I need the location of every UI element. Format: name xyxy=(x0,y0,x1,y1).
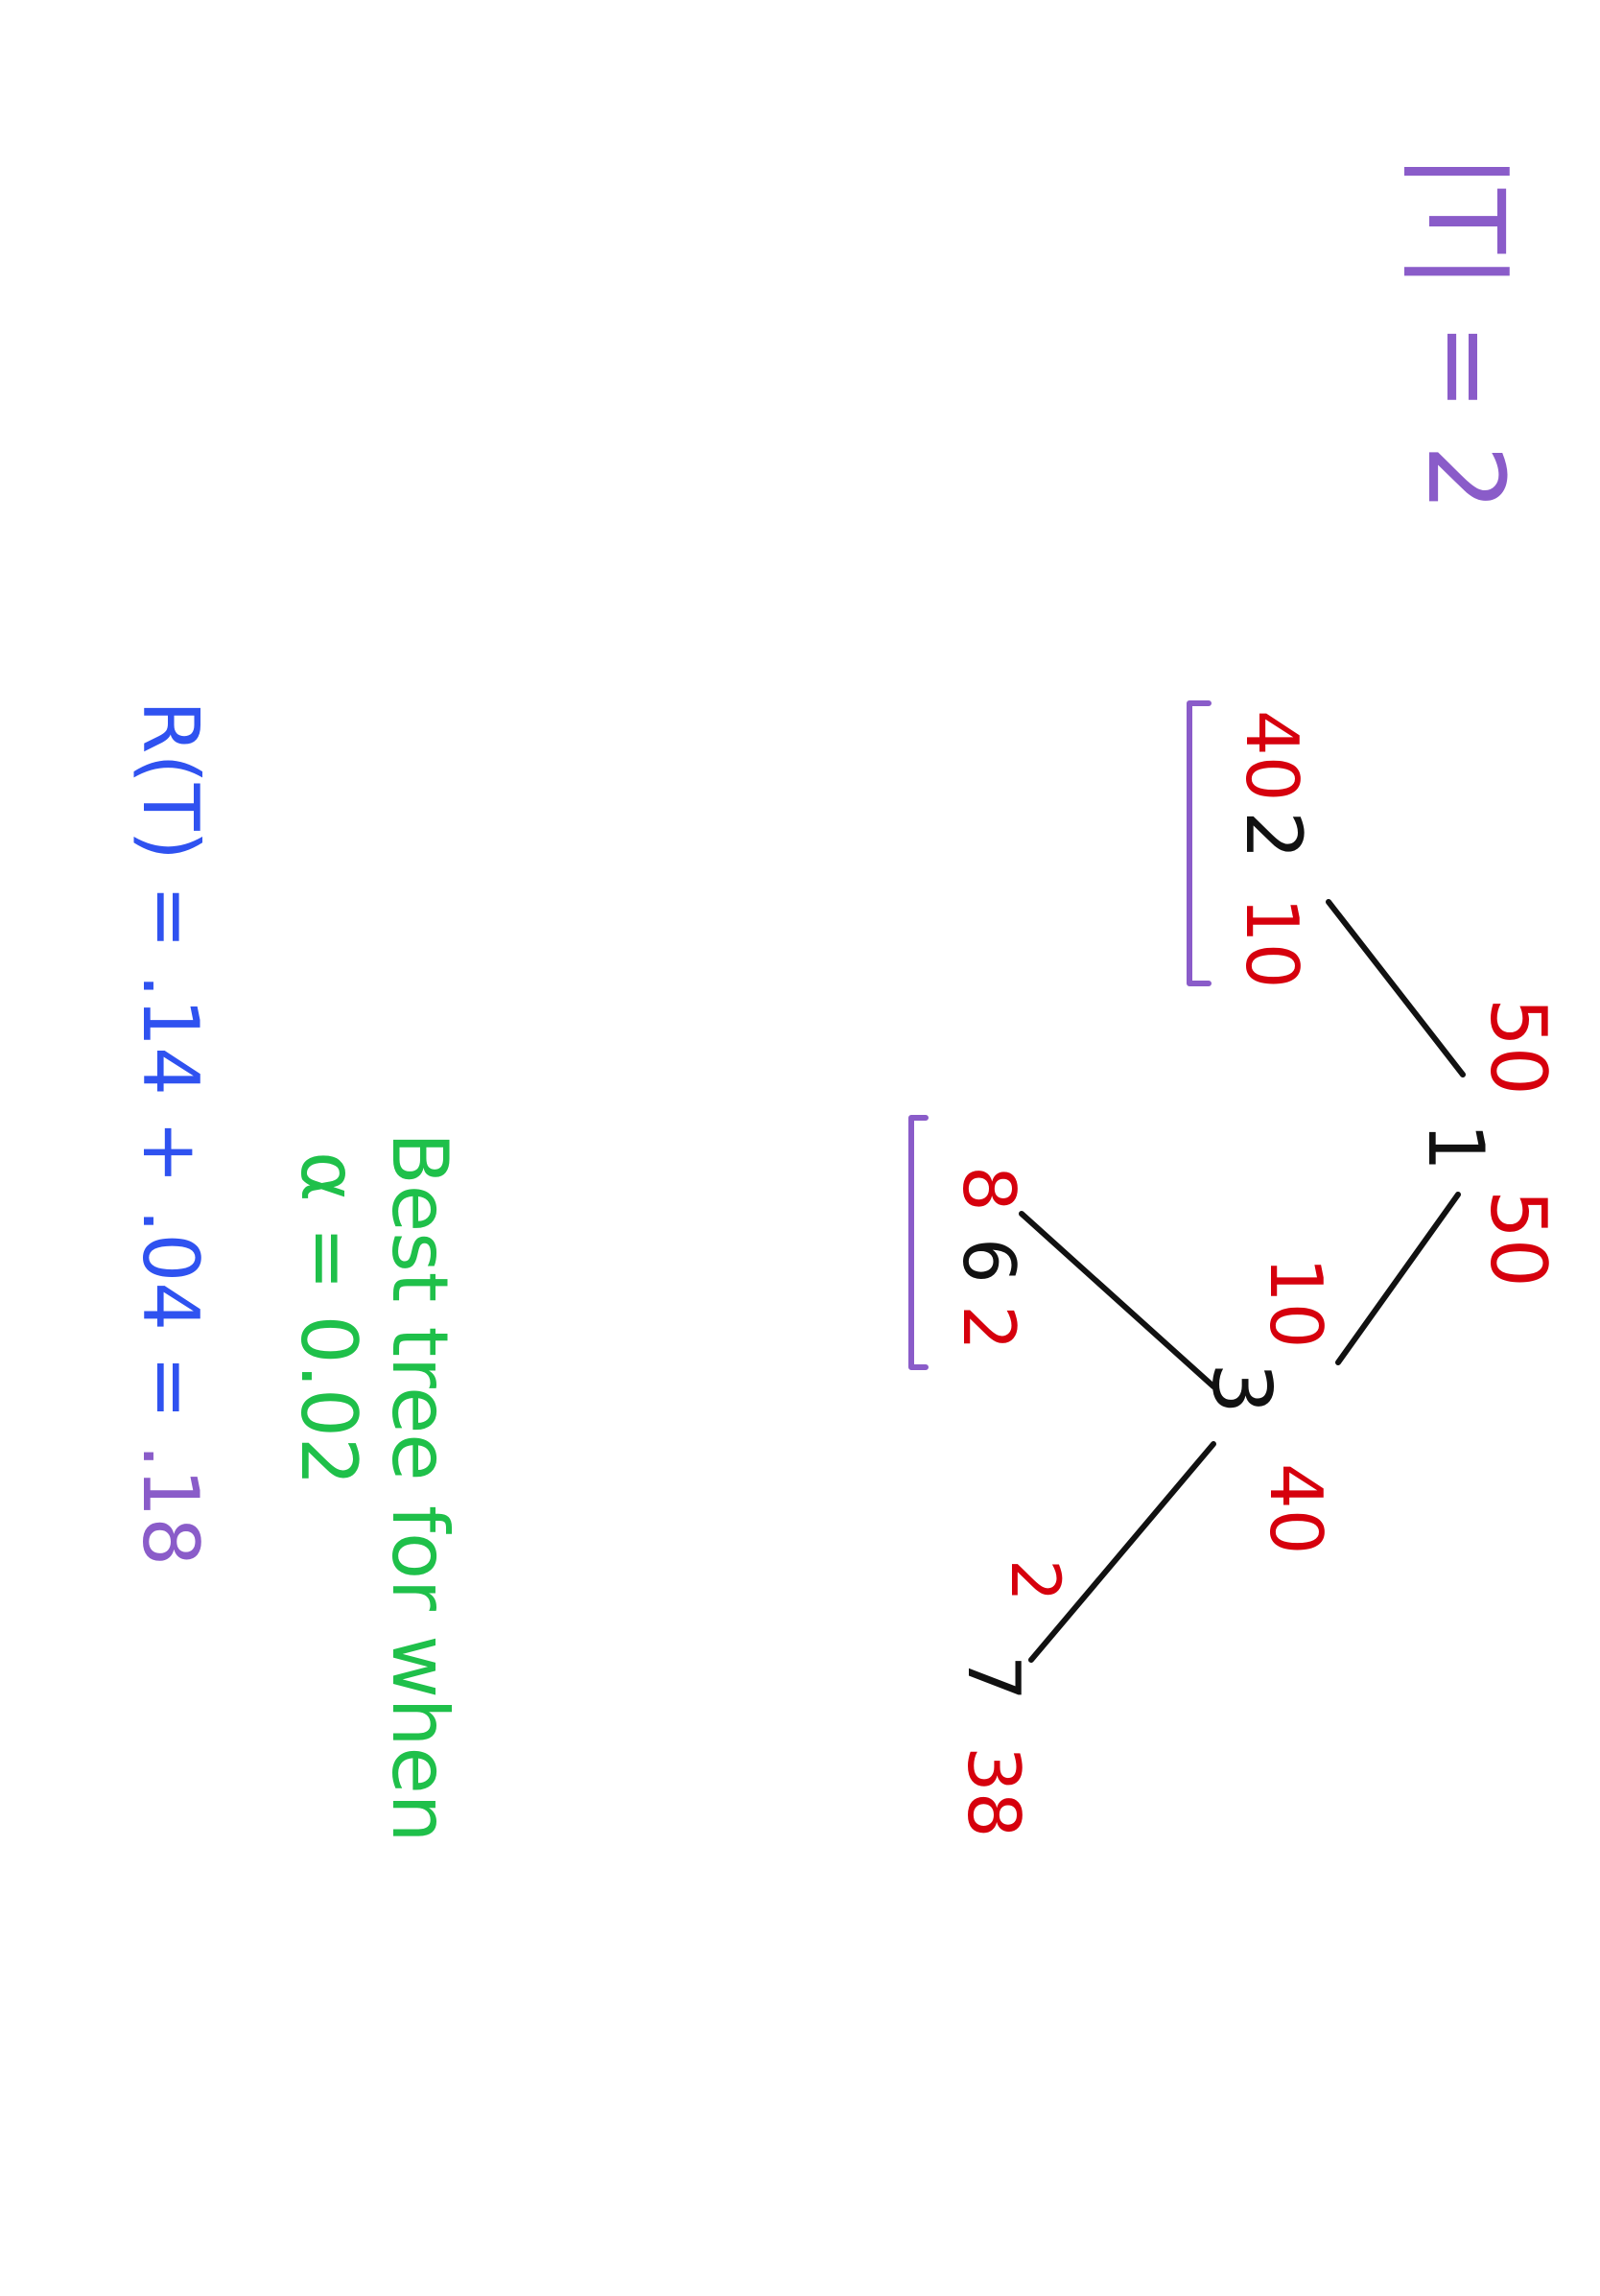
node-2-left-count: 40 xyxy=(1230,710,1314,801)
risk-formula-result: .18 xyxy=(126,1444,215,1566)
node-1-label: 1 xyxy=(1411,1123,1500,1172)
tree-node-2: 40 2 10 xyxy=(1229,710,1318,988)
node-1-right-count: 50 xyxy=(1473,1190,1563,1288)
tree-node-1: 1 50 50 xyxy=(1411,998,1563,1288)
risk-formula: R(T) = .14 + .04 = .18 xyxy=(126,700,215,1566)
node-6-right-count: 2 xyxy=(947,1305,1031,1351)
node-3-left-count: 10 xyxy=(1254,1257,1338,1348)
edge-3-7 xyxy=(1028,1441,1216,1663)
node-7-left-count: 2 xyxy=(996,1559,1074,1602)
edge-1-2 xyxy=(1326,899,1466,1077)
edge-1-3 xyxy=(1335,1192,1461,1365)
alpha-value: α = 0.02 xyxy=(284,1151,373,1486)
tree-node-7: 2 7 38 xyxy=(952,1559,1074,1837)
tree-size-label: |T| = 2 xyxy=(1403,154,1527,511)
node-6-left-count: 8 xyxy=(947,1166,1031,1212)
node-3-right-count: 40 xyxy=(1254,1463,1338,1554)
leaf-2-bracket xyxy=(1187,700,1212,986)
node-1-left-count: 50 xyxy=(1473,998,1563,1096)
leaf-6-bracket xyxy=(908,1115,929,1370)
node-6-label: 6 xyxy=(947,1238,1031,1284)
tree-edges xyxy=(1019,899,1466,1663)
node-3-label: 3 xyxy=(1193,1362,1288,1414)
node-7-right-count: 38 xyxy=(952,1746,1036,1837)
edge-3-6 xyxy=(1019,1211,1216,1389)
best-tree-note: Best tree for when xyxy=(375,1132,464,1842)
risk-formula-prefix: R(T) = .14 + .04 = xyxy=(126,700,215,1444)
node-2-right-count: 10 xyxy=(1230,897,1314,988)
tree-node-6: 8 6 2 xyxy=(947,1166,1031,1351)
node-2-label: 2 xyxy=(1229,811,1318,860)
tree-node-3: 3 10 40 xyxy=(1193,1257,1338,1554)
node-7-label: 7 xyxy=(952,1655,1036,1701)
